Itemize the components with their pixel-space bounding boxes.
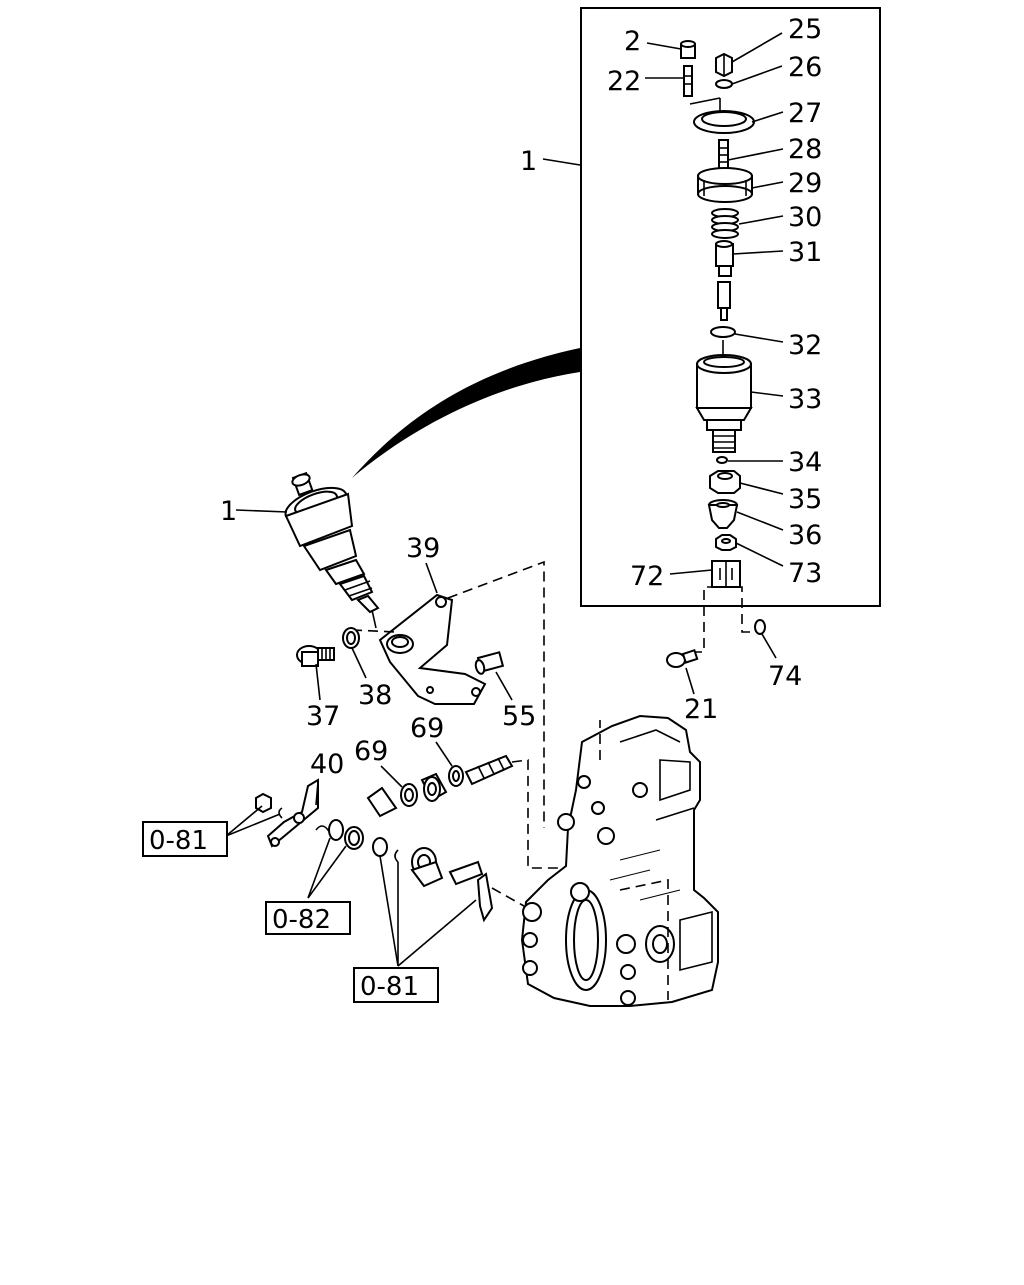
ref-box-0-81-a[interactable]: 0-81 xyxy=(142,821,228,857)
label-74: 74 xyxy=(768,661,802,692)
part-40-lever xyxy=(255,778,319,848)
part-34-oring xyxy=(716,456,728,464)
part-35-nut xyxy=(709,470,741,494)
label-39: 39 xyxy=(406,533,440,564)
part-55-sleeve xyxy=(474,651,505,675)
part-1-injector xyxy=(284,471,380,614)
part-37-bolt xyxy=(296,645,335,667)
label-2: 2 xyxy=(624,26,641,57)
part-31-seat xyxy=(715,240,734,321)
part-73-nut xyxy=(715,534,737,551)
label-28: 28 xyxy=(788,134,822,165)
label-32: 32 xyxy=(788,330,822,361)
detail-frame xyxy=(580,7,881,607)
part-27-ring xyxy=(689,97,755,134)
ref-box-0-82[interactable]: 0-82 xyxy=(265,901,351,935)
detail-sweep xyxy=(352,348,580,478)
label-29: 29 xyxy=(788,168,822,199)
part-36-nozzle-nut xyxy=(707,499,739,529)
label-21: 21 xyxy=(684,694,718,725)
part-38-washer xyxy=(342,627,360,649)
label-35: 35 xyxy=(788,484,822,515)
label-38: 38 xyxy=(358,680,392,711)
part-30-spring xyxy=(711,208,739,239)
label-1-left: 1 xyxy=(220,496,237,527)
label-37: 37 xyxy=(306,701,340,732)
label-36: 36 xyxy=(788,520,822,551)
label-69-lower: 69 xyxy=(354,736,388,767)
part-29-cap xyxy=(697,167,753,203)
label-72: 72 xyxy=(630,561,664,592)
pump-housing xyxy=(520,714,719,1007)
label-22: 22 xyxy=(607,66,641,97)
label-31: 31 xyxy=(788,237,822,268)
label-1-top: 1 xyxy=(520,146,537,177)
label-27: 27 xyxy=(788,98,822,129)
label-55: 55 xyxy=(502,701,536,732)
part-39-bracket xyxy=(378,593,487,705)
part-74-washer xyxy=(754,619,766,635)
part-25-nut xyxy=(715,52,733,78)
part-33-holder xyxy=(695,340,753,453)
part-22-bolt xyxy=(683,65,693,97)
label-30: 30 xyxy=(788,202,822,233)
ref-label-0-82: 0-82 xyxy=(272,905,331,935)
ref-box-0-81-b[interactable]: 0-81 xyxy=(353,967,439,1003)
part-26-washer xyxy=(715,79,733,89)
label-25: 25 xyxy=(788,14,822,45)
part-69-pin-assembly xyxy=(366,754,514,818)
ref-label-0-81-a: 0-81 xyxy=(149,826,208,856)
label-69-upper: 69 xyxy=(410,713,444,744)
part-32-shim xyxy=(710,326,736,338)
part-2-cap xyxy=(680,40,696,59)
label-40: 40 xyxy=(310,749,344,780)
label-33: 33 xyxy=(788,384,822,415)
part-21-bolt xyxy=(666,649,699,668)
part-72-clamp xyxy=(711,560,741,588)
label-26: 26 xyxy=(788,52,822,83)
label-73: 73 xyxy=(788,558,822,589)
label-34: 34 xyxy=(788,447,822,478)
spring-and-sleeve-parts xyxy=(315,819,494,923)
ref-label-0-81-b: 0-81 xyxy=(360,972,419,1002)
